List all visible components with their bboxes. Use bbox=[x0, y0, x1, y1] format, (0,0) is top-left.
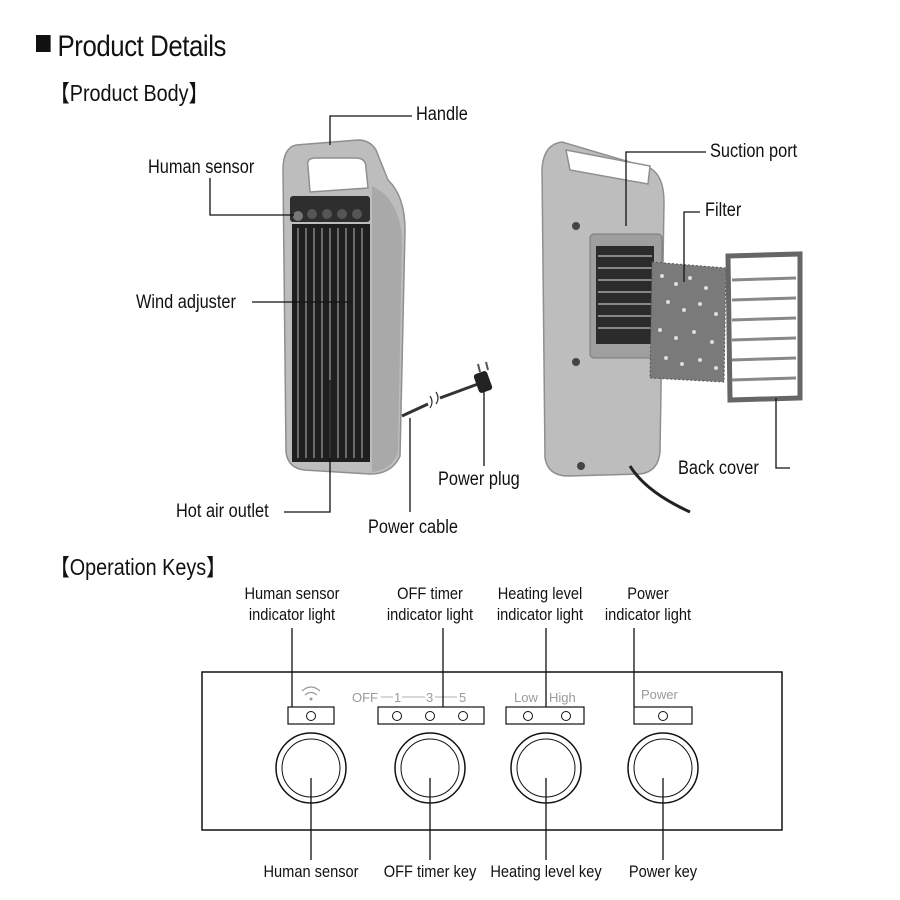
label-handle: Handle bbox=[416, 104, 468, 125]
label-human-sensor: Human sensor bbox=[148, 157, 255, 178]
label-wind-adjuster: Wind adjuster bbox=[136, 292, 236, 313]
label-off-timer-indicator: OFF timer indicator light bbox=[386, 584, 474, 624]
human-sensor-key[interactable] bbox=[276, 733, 346, 803]
section-heading-product-body: 【Product Body】 bbox=[50, 80, 209, 106]
label-filter: Filter bbox=[705, 200, 742, 221]
heater-back-view bbox=[541, 141, 803, 514]
panel-power-text: Power bbox=[641, 687, 678, 702]
square-bullet-icon bbox=[36, 35, 51, 52]
panel-timer-5: 5 bbox=[459, 690, 467, 705]
panel-high-text: High bbox=[549, 690, 576, 705]
label-suction-port: Suction port bbox=[710, 141, 798, 162]
label-heating-level-key: Heating level key bbox=[490, 862, 602, 881]
heater-front-view bbox=[282, 139, 493, 475]
label-back-cover: Back cover bbox=[678, 458, 759, 479]
label-power-key: Power key bbox=[628, 862, 698, 881]
label-power-indicator: Power indicator light bbox=[604, 584, 692, 624]
label-power-plug: Power plug bbox=[438, 469, 520, 490]
label-human-sensor-indicator: Human sensor indicator light bbox=[244, 584, 340, 624]
label-off-timer-key: OFF timer key bbox=[383, 862, 477, 881]
wifi-icon bbox=[301, 686, 321, 701]
section-heading-operation-keys: 【Operation Keys】 bbox=[50, 554, 226, 580]
label-human-sensor-key: Human sensor bbox=[263, 862, 359, 881]
label-heating-level-indicator: Heating level indicator light bbox=[496, 584, 584, 624]
heating-level-key[interactable] bbox=[511, 733, 581, 803]
panel-timer-1: 1 bbox=[394, 690, 402, 705]
label-power-cable: Power cable bbox=[368, 517, 458, 538]
label-hot-air-outlet: Hot air outlet bbox=[176, 501, 269, 522]
page-title: Product Details bbox=[36, 30, 226, 64]
operation-panel-drawing bbox=[201, 671, 783, 831]
panel-low-text: Low bbox=[514, 690, 538, 705]
off-timer-key[interactable] bbox=[395, 733, 465, 803]
panel-timer-3: 3 bbox=[426, 690, 434, 705]
panel-off-text: OFF bbox=[352, 690, 378, 705]
power-key[interactable] bbox=[628, 733, 698, 803]
